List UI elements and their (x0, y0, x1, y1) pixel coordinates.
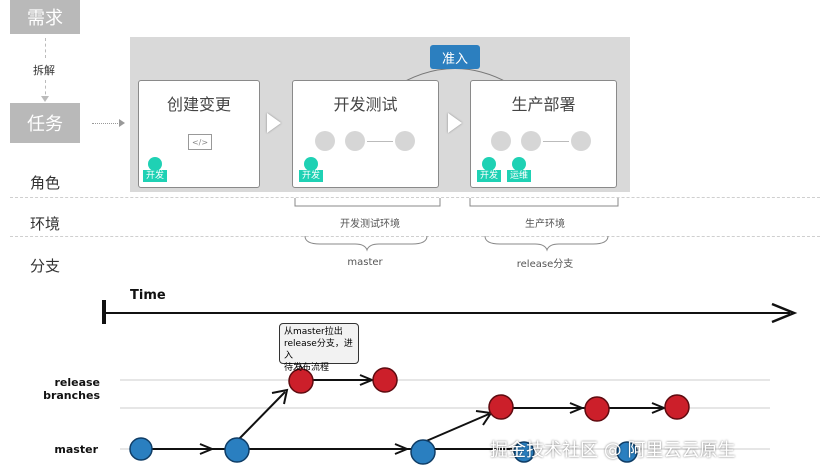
pipeline-step (571, 131, 591, 151)
task-dotted-arrow (92, 123, 122, 124)
master-commit-node (129, 437, 153, 461)
stage-title: 开发测试 (333, 95, 398, 114)
role-separator (10, 197, 820, 198)
split-label: 拆解 (33, 64, 55, 77)
pipeline-step (491, 131, 511, 151)
callout-line: 从master拉出 (284, 327, 343, 337)
release-arrow-icon (569, 402, 585, 414)
split-arrow-icon (41, 96, 49, 102)
avatar-head-icon (512, 157, 526, 171)
env-label: 环境 (30, 215, 61, 233)
pipeline-step (315, 131, 335, 151)
role-tag: 开发 (299, 170, 323, 182)
task-label: 任务 (27, 114, 63, 135)
master-commit-node (224, 437, 250, 463)
avatar-head-icon (482, 157, 496, 171)
branch-out-arrow-icon (271, 388, 289, 405)
task-box: 任务 (10, 103, 80, 143)
branch-label: 分支 (30, 257, 61, 275)
release-commit-node (664, 394, 690, 420)
master-commit-node (616, 441, 638, 463)
dev-test-env-label: 开发测试环境 (340, 219, 400, 230)
gate-badge: 准入 (430, 45, 480, 69)
role-tag: 开发 (143, 170, 167, 182)
release-commit-node (288, 368, 314, 394)
pipeline-step (521, 131, 541, 151)
stage-title: 生产部署 (511, 95, 576, 114)
release-label-line: release (54, 376, 100, 389)
avatar-head-icon (148, 157, 162, 171)
pipeline-step (395, 131, 415, 151)
developer-avatar: 开发 (477, 157, 501, 182)
role-tag: 运维 (507, 170, 531, 182)
task-arrow-icon (119, 119, 125, 127)
stage-dev-test: 开发测试 开发 (292, 80, 439, 188)
demand-box: 需求 (10, 0, 80, 34)
master-arrow-icon (394, 443, 410, 455)
avatar-head-icon (304, 157, 318, 171)
release-branch-label: release分支 (516, 259, 574, 270)
release-label-line: branches (43, 389, 100, 402)
role-label: 角色 (30, 174, 61, 192)
developer-avatar: 开发 (143, 157, 167, 182)
stage-title: 创建变更 (166, 95, 231, 114)
watermark-text: 掘金技术社区 @ 阿里云云原生 (490, 440, 736, 461)
env-separator (10, 236, 820, 237)
release-arrow-icon (359, 374, 375, 386)
branch-callout: 从master拉出 release分支，进入 待发布流程 (279, 323, 359, 373)
time-axis-arrow-icon (771, 302, 798, 324)
stage-create-change: 创建变更 </> 开发 (138, 80, 260, 188)
release-arrow-icon (651, 402, 667, 414)
split-connector-top (45, 38, 46, 58)
step-connector (543, 141, 569, 142)
master-timeline-label: master (54, 443, 98, 456)
branch-out-line (237, 391, 286, 441)
prod-env-label: 生产环境 (525, 219, 565, 230)
release-branches-label: release branches (30, 376, 100, 402)
release-commit-node (584, 396, 610, 422)
master-commit-node (410, 439, 436, 465)
gate-label: 准入 (441, 51, 468, 67)
step-connector (367, 141, 393, 142)
time-axis-start (102, 300, 106, 324)
ops-avatar: 运维 (507, 157, 531, 182)
stage-production-deploy: 生产部署 开发 运维 (470, 80, 617, 188)
master-arrow-icon (199, 443, 215, 455)
callout-line: release分支，进入 (284, 339, 353, 361)
env-brackets (294, 198, 619, 252)
demand-label: 需求 (27, 8, 63, 29)
stage-arrow-1-icon (267, 113, 281, 133)
branch-out-line (423, 413, 490, 443)
time-label: Time (130, 288, 166, 303)
developer-avatar: 开发 (299, 157, 323, 182)
stage-arrow-2-icon (448, 113, 462, 133)
split-connector-bottom (45, 80, 46, 100)
role-tag: 开发 (477, 170, 501, 182)
release-commit-node (372, 367, 398, 393)
master-commit-node (513, 441, 535, 463)
pipeline-step (345, 131, 365, 151)
master-branch-label: master (347, 257, 383, 268)
callout-line: 待发布流程 (284, 363, 330, 373)
release-commit-node (488, 394, 514, 420)
code-icon: </> (188, 134, 212, 150)
